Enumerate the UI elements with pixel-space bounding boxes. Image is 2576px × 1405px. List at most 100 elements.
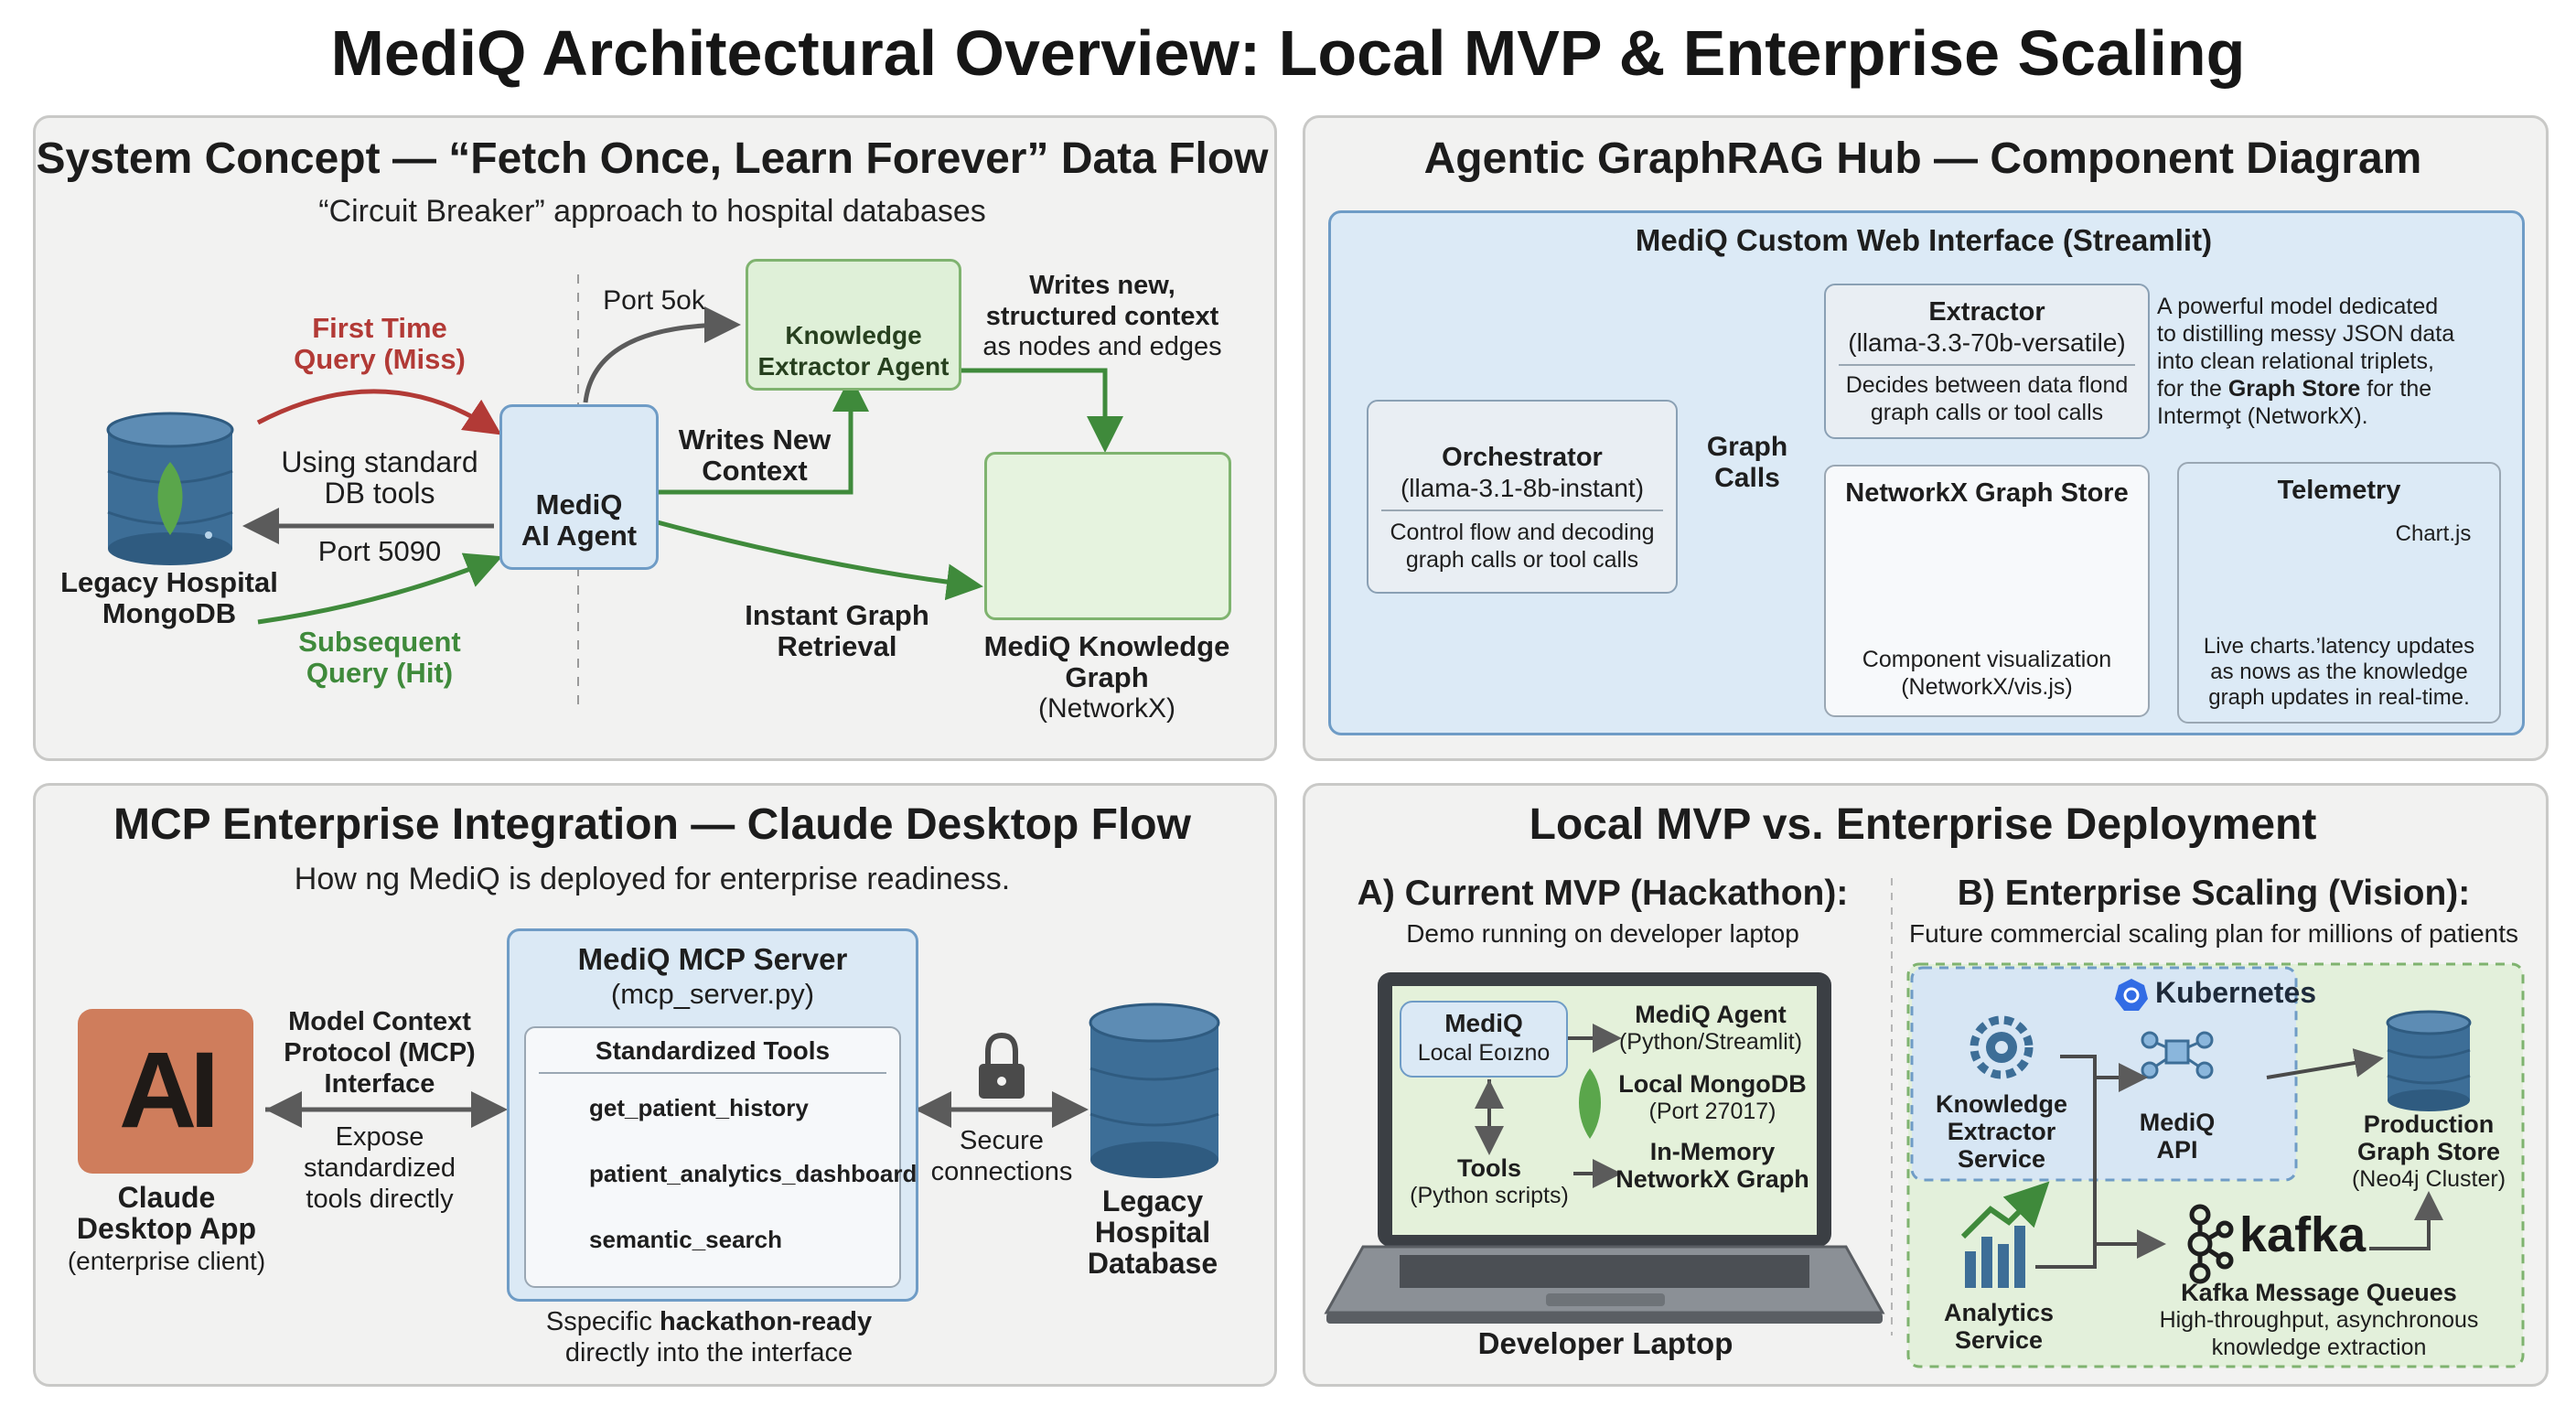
networkx-store-desc: Component visualization (NetworkX/vis.js… [1862,647,2112,700]
knowledge-extractor-box[interactable]: Knowledge Extractor Agent [746,259,961,391]
tools-label: Tools [1457,1154,1521,1182]
claude-logo-tile [78,1009,253,1174]
instant-graph-retrieval-label: Instant Graph Retrieval [745,599,929,662]
nodes-edges-label: as nodes and edges [982,332,1222,361]
enterprise-scaling-sub: Future commercial scaling plan for milli… [1908,919,2519,948]
extractor-note-b: Graph Store [2227,376,2361,402]
production-db-icon [2386,1010,2472,1111]
mcp-server-file: (mcp_server.py) [610,978,815,1010]
mcp-server-box[interactable]: MediQ MCP Server (mcp_server.py) Standar… [507,928,918,1302]
knowledge-extractor-service-label: Knowledge Extractor Service [1935,1090,2067,1173]
using-standard-tools-label: Using standard DB tools [281,445,478,509]
chart-js-label: Chart.js [2395,521,2472,546]
legacy-mongodb-label: Legacy Hospital MongoDB [60,566,278,629]
telemetry-desc: Live charts.’latency updates as nows as … [2203,634,2475,710]
tool-get-patient-history[interactable]: get_patient_history [589,1094,809,1121]
footer-c: directly into the interface [564,1338,853,1367]
q1-title: System Concept — “Fetch Once, Learn Fore… [36,134,1269,183]
legacy-mongodb-icon [106,412,234,565]
legacy-hospital-db-label: Legacy Hospital Database [1087,1185,1218,1280]
secure-connections-label: Secure connections [930,1126,1073,1186]
orchestrator-model: (llama-3.1-8b-instant) [1400,474,1645,502]
tool-patient-analytics-dashboard[interactable]: patient_analytics_dashboard [589,1160,918,1187]
mongodb-leaf-icon [1579,1068,1601,1139]
lock-icon [979,1032,1025,1099]
q1-subtitle: “Circuit Breaker” approach to hospital d… [318,194,986,229]
mcp-interface-label: Model Context Protocol (MCP) Interface [284,1007,476,1099]
local-mongodb-port: (Port 27017) [1648,1099,1776,1124]
extractor-box[interactable]: Extractor (llama-3.3-70b-versatile) Deci… [1824,284,2150,439]
orchestrator-divider [1381,509,1663,511]
extractor-note-a: A powerful model dedicated to distilling… [2157,294,2455,402]
extractor-divider [1839,364,2135,366]
graph-calls-label: Graph Calls [1706,432,1788,493]
neo4j-cluster-label: (Neo4j Cluster) [2351,1166,2506,1192]
local-mongodb-label: Local MongoDB [1618,1070,1807,1098]
first-time-query-label: First Time Query (Miss) [294,312,466,375]
q2-title: Agentic GraphRAG Hub — Component Diagram [1423,134,2422,183]
footer-a: Sspecific [545,1307,660,1336]
mediq-ai-agent-box[interactable]: MediQ AI Agent [499,404,659,570]
mcp-server-title: MediQ MCP Server [577,942,848,976]
networkx-store-title: NetworkX Graph Store [1845,478,2129,508]
writes-structured-label: Writes new, structured context [985,271,1219,331]
kafka-queues-desc: High-throughput, asynchronous knowledge … [2159,1307,2479,1360]
mediq-agent-sub: (Python/Streamlit) [1618,1029,1803,1055]
local-mediq-label: MediQ [1444,1009,1523,1037]
telemetry-title: Telemetry [2277,476,2401,505]
extractor-model: (llama-3.3-70b-versatile) [1848,328,2126,357]
q3-subtitle: How ng MediQ is deployed for enterprise … [294,862,1011,896]
writes-new-context-label: Writes New Context [678,424,832,487]
page-title: MediQ Architectural Overview: Local MVP … [330,17,2246,89]
extractor-title: Extractor [1928,297,2045,327]
tools-sub: (Python scripts) [1410,1183,1569,1208]
analytics-service-label: Analytics Service [1943,1299,2055,1354]
legacy-database-icon [1089,1003,1220,1178]
streamlit-interface-label: MediQ Custom Web Interface (Streamlit) [1635,223,2213,257]
subsequent-query-label: Subsequent Query (Hit) [298,626,461,689]
knowledge-graph-sub: (NetworkX) [1037,693,1175,724]
claude-desktop-app-label: Claude Desktop App [76,1181,257,1245]
knowledge-graph-title: MediQ Knowledge Graph [983,630,1230,693]
extractor-note-c: for the Intermo̧t (NetworkX). [2157,376,2432,429]
port-5090-label: Port 5090 [317,535,442,567]
current-mvp-title: A) Current MVP (Hackathon): [1357,874,1849,913]
inmemory-graph-label: In-Memory NetworkX Graph [1615,1138,1809,1193]
local-engine-label: Local Eoızno [1417,1040,1551,1066]
telemetry-box[interactable]: Telemetry Chart.js Live charts.’latency … [2177,462,2501,724]
orchestrator-desc: Control flow and decoding graph calls or… [1390,520,1655,573]
mediq-agent-label: MediQ Agent [1635,1001,1787,1028]
analytics-service-icon [1960,1181,2050,1288]
kubernetes-icon [2115,979,2148,1011]
claude-logo: AI [119,1030,220,1151]
local-mediq-box[interactable]: MediQ Local Eoızno [1400,1001,1568,1078]
kafka-icon [2187,1204,2234,1284]
extractor-note: A powerful model dedicated to distilling… [2157,293,2505,430]
enterprise-scaling-title: B) Enterprise Scaling (Vision): [1957,874,2471,913]
standardized-tools-box: Standardized Tools [524,1026,901,1288]
extractor-desc: Decides between data flond graph calls o… [1845,372,2129,425]
kubernetes-label: Kubernetes [2155,976,2317,1009]
current-mvp-sub: Demo running on developer laptop [1406,919,1799,948]
mediq-ai-agent-label: MediQ AI Agent [521,488,638,552]
kafka-wordmark: kafka [2239,1207,2367,1262]
enterprise-client-label: (enterprise client) [67,1247,266,1275]
extractor-gear-icon [1970,1015,2034,1079]
orchestrator-title: Orchestrator [1442,443,1603,472]
developer-laptop-label: Developer Laptop [1477,1326,1733,1360]
port-5ok-label: Port 5ok [603,285,705,316]
orchestrator-box[interactable]: Orchestrator (llama-3.1-8b-instant) Cont… [1367,400,1678,594]
tool-semantic-search[interactable]: semantic_search [589,1226,783,1253]
mediq-api-label: MediQ API [2139,1109,2216,1164]
knowledge-extractor-label: Knowledge Extractor Agent [757,321,950,381]
footer-b: hackathon-ready [660,1307,873,1336]
kafka-queues-title: Kafka Message Queues [2181,1279,2457,1306]
q4-title: Local MVP vs. Enterprise Deployment [1529,800,2317,849]
networkx-store-box[interactable]: NetworkX Graph Store Component visualiza… [1824,465,2150,717]
knowledge-graph-box[interactable] [984,452,1231,620]
tools-divider [539,1072,886,1074]
standardized-tools-title: Standardized Tools [595,1036,831,1065]
q3-title: MCP Enterprise Integration — Claude Desk… [113,800,1191,849]
production-graph-store-label: Production Graph Store [2356,1110,2501,1165]
